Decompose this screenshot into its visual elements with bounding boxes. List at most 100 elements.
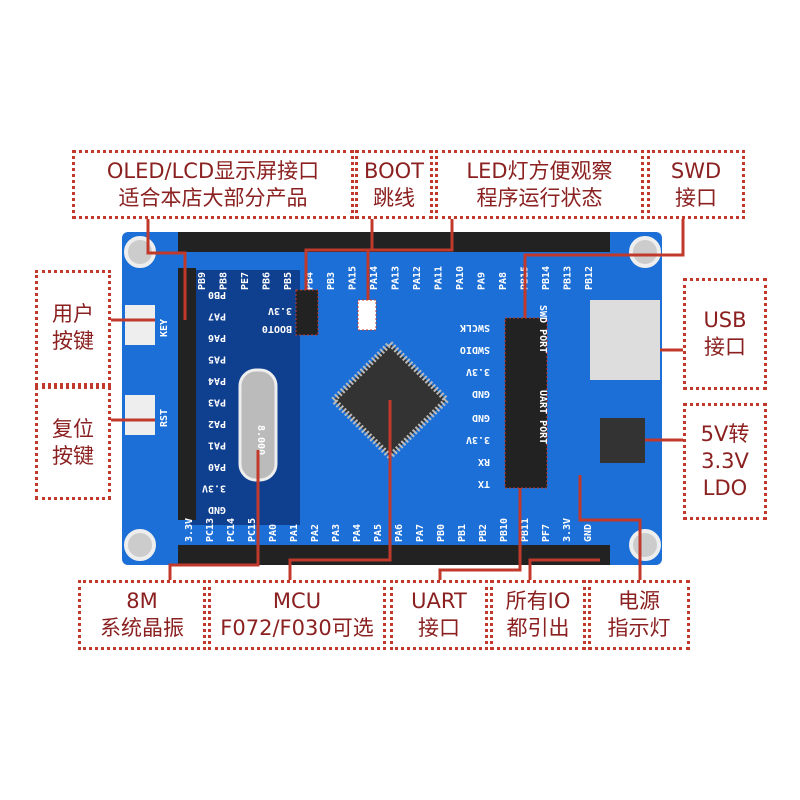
callout-mcu: MCU F072/F030可选 (208, 580, 386, 650)
bottom-pin-label: 3.3V (562, 518, 573, 542)
callout-ldo-line2: 3.3V (701, 449, 749, 473)
swd-pin-label: GND (472, 388, 490, 399)
bottom-header (178, 545, 610, 565)
top-pin-label: PA8 (498, 272, 509, 290)
callout-ldo-line1: 5V转 (700, 422, 750, 446)
key-label: KEY (159, 319, 170, 337)
top-header (178, 232, 610, 252)
swd-pin-label: SWCLK (460, 322, 490, 333)
callout-all-io-line2: 都引出 (506, 616, 570, 640)
top-pin-label: PB3 (326, 272, 337, 290)
left-header (178, 268, 196, 520)
boot-v-label: 3.3V (268, 305, 292, 316)
boot-jumper[interactable] (295, 289, 319, 336)
top-pin-label: PE7 (240, 272, 251, 290)
bottom-pin-label: PB11 (520, 518, 531, 542)
reset-button[interactable] (125, 395, 155, 435)
top-pin-label: PB4 (305, 272, 316, 290)
callout-user-key-line1: 用户 (52, 302, 94, 326)
top-pin-label: PB12 (584, 266, 595, 290)
led-d1 (357, 299, 377, 331)
top-pin-label: PB13 (563, 266, 574, 290)
bottom-pin-label: GND (583, 524, 594, 542)
callout-mcu-line2: F072/F030可选 (220, 616, 374, 640)
bottom-pin-label: PC15 (247, 518, 258, 542)
callout-uart-line1: UART (411, 589, 467, 613)
callout-lines (110, 218, 685, 580)
callout-power-led-line1: 电源 (618, 589, 660, 613)
left-pin-label: PA6 (208, 332, 226, 343)
callout-power-led: 电源指示灯 (588, 580, 690, 650)
callout-all-io-line1: 所有IO (505, 589, 571, 613)
usb-connector (590, 300, 660, 380)
callout-usb-line1: USB (703, 308, 747, 332)
top-pin-label: PB6 (262, 272, 273, 290)
ldo-regulator (600, 418, 645, 463)
uart-pin-label: TX (478, 478, 490, 489)
callout-crystal-line2: 系统晶振 (100, 616, 184, 640)
bottom-pin-label: PF7 (541, 524, 552, 542)
top-pin-label: PA10 (455, 266, 466, 290)
left-pin-label: GND (208, 504, 226, 515)
top-pin-label: PA9 (477, 272, 488, 290)
callout-ldo-line3: LDO (702, 476, 748, 500)
top-pin-label: PB9 (197, 272, 208, 290)
left-pin-label: PA3 (208, 397, 226, 408)
callout-usb-line2: 接口 (704, 335, 746, 359)
bottom-pin-label: PB2 (478, 524, 489, 542)
bottom-pin-label: PA1 (289, 524, 300, 542)
callout-boot-line2: 跳线 (373, 185, 415, 210)
left-pin-label: PB0 (208, 289, 226, 300)
callout-uart-line2: 接口 (418, 616, 460, 640)
swd-pin-label: SWDIO (460, 344, 490, 355)
callout-usb: USB 接口 (683, 278, 767, 390)
callout-led-line1: LED灯方便观察 (466, 158, 613, 183)
uart-pin-label: 3.3V (466, 434, 490, 445)
callout-crystal: 8M 系统晶振 (78, 580, 206, 650)
callout-reset-key-line2: 按键 (52, 444, 94, 468)
top-pin-label: PA11 (434, 266, 445, 290)
callout-oled: OLED/LCD显示屏接口适合本店大部分产品 (72, 150, 354, 219)
boot0-label: BOOT0 (262, 323, 292, 334)
callout-user-key-line2: 按键 (52, 329, 94, 353)
left-pin-label: 3.3V (202, 483, 226, 494)
left-pin-label: PA1 (208, 440, 226, 451)
callout-crystal-line1: 8M (126, 589, 158, 613)
top-pin-label: PA13 (391, 266, 402, 290)
top-pin-label: PA14 (369, 266, 380, 290)
callout-mcu-line1: MCU (272, 589, 322, 613)
swd-pin-label: 3.3V (466, 366, 490, 377)
bottom-pin-label: PA2 (310, 524, 321, 542)
bottom-pin-label: PA5 (373, 524, 384, 542)
callout-led: LED灯方便观察程序运行状态 (435, 150, 644, 219)
bottom-pin-label: PA7 (415, 524, 426, 542)
key-button[interactable] (125, 305, 155, 345)
bottom-pin-label: PC13 (205, 518, 216, 542)
left-pin-label: PA5 (208, 354, 226, 365)
bottom-pin-label: 3.3V (184, 518, 195, 542)
bottom-pin-label: PB0 (436, 524, 447, 542)
callout-boot-line1: BOOT (364, 158, 424, 183)
callout-swd-line2: 接口 (675, 185, 717, 210)
bottom-pin-label: PA0 (268, 524, 279, 542)
swd-port-label: SWD PORT (537, 305, 548, 353)
uart-pin-label: RX (478, 456, 490, 467)
callout-swd-line1: SWD (670, 158, 722, 183)
top-pin-label: PA15 (348, 266, 359, 290)
bottom-pin-label: PA6 (394, 524, 405, 542)
crystal-text: 8.000 (255, 425, 266, 455)
top-pin-label: PB8 (219, 272, 230, 290)
bottom-pin-label: PA3 (331, 524, 342, 542)
callout-uart: UART 接口 (390, 580, 488, 650)
callout-reset-key-line1: 复位 (52, 417, 94, 441)
callout-all-io: 所有IO 都引出 (490, 580, 586, 650)
left-pin-label: PA4 (208, 375, 226, 386)
uart-port-label: UART PORT (537, 390, 548, 444)
bottom-pin-label: PA4 (352, 524, 363, 542)
top-pin-label: PA12 (412, 266, 423, 290)
callout-oled-line2: 适合本店大部分产品 (118, 185, 308, 210)
left-pin-label: PA7 (208, 311, 226, 322)
